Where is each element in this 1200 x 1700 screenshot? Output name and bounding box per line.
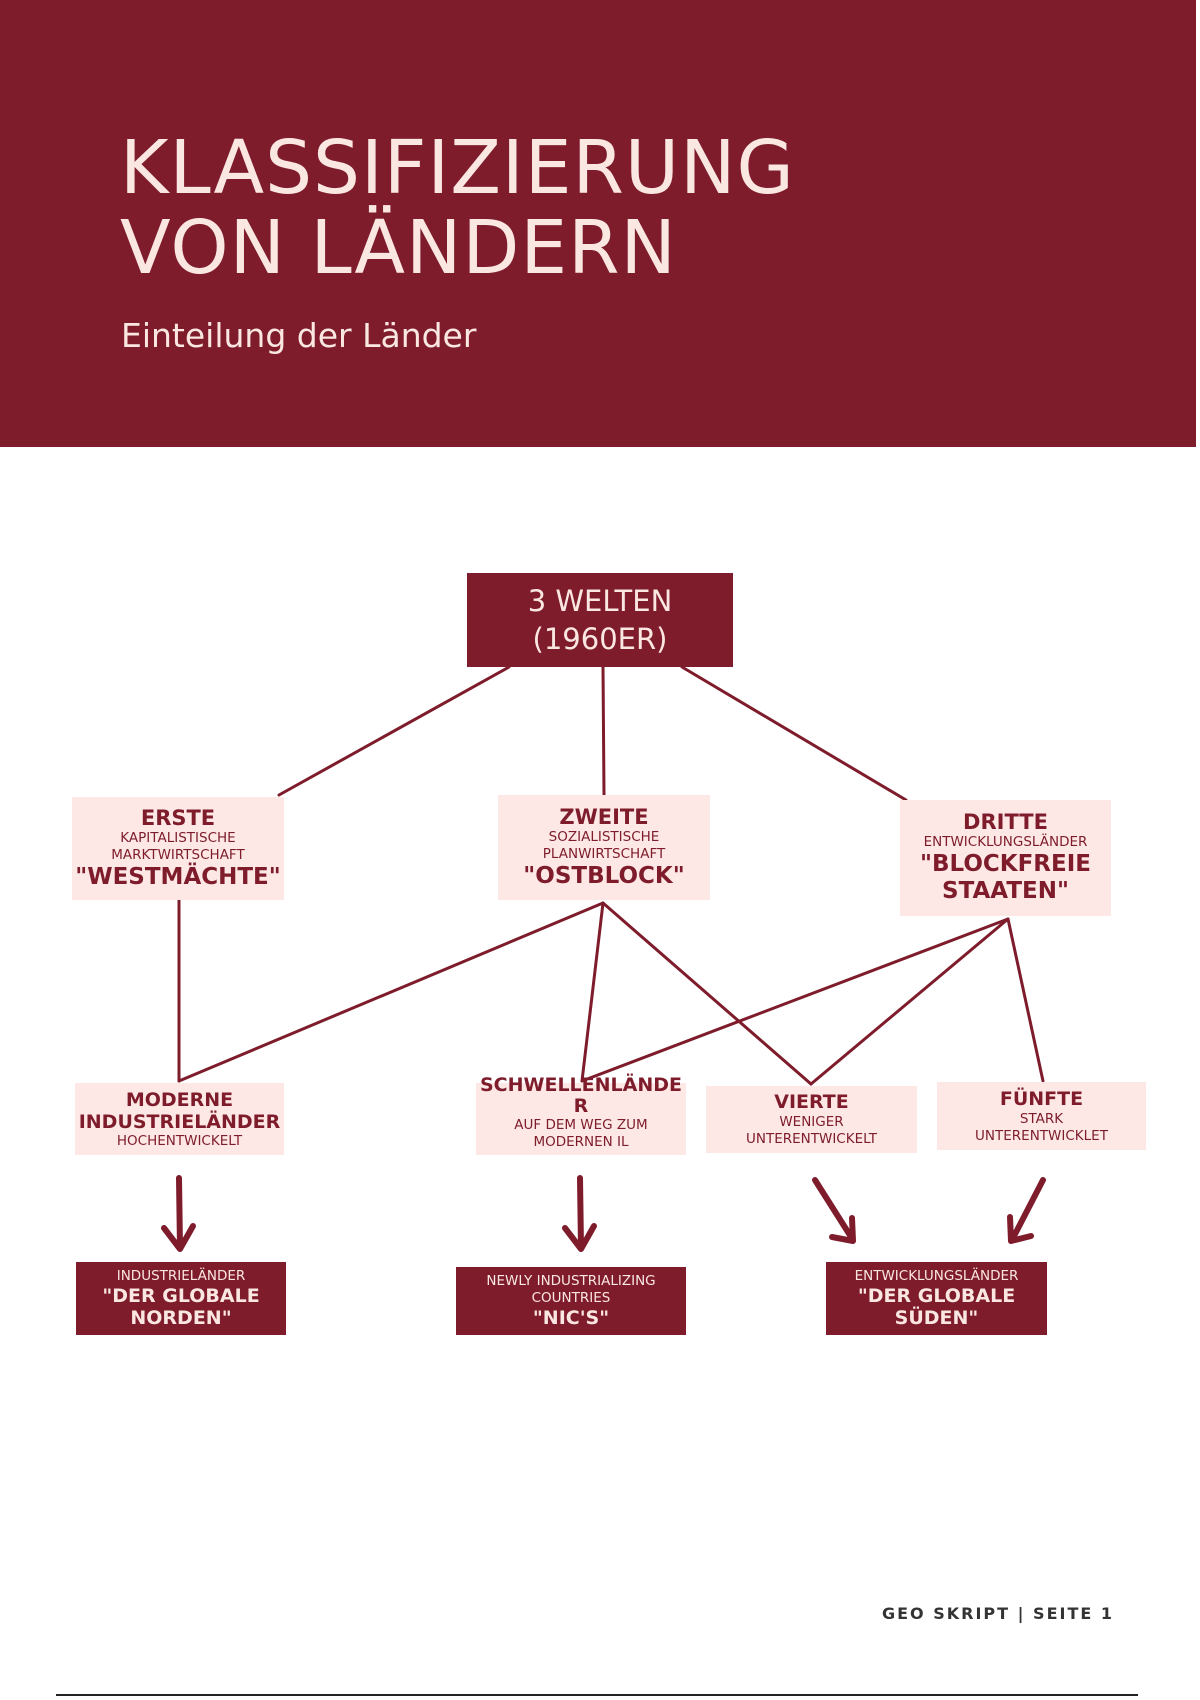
box-dritte-welt: DRITTE ENTWICKLUNGSLÄNDER "BLOCKFREIE ST… [900,800,1111,916]
connector [1006,917,1045,1083]
box-globaler-sueden: ENTWICKLUNGSLÄNDER "DER GLOBALE SÜDEN" [826,1262,1047,1335]
box-vierte-welt: VIERTE WENIGER UNTERENTWICKELT [706,1086,917,1153]
box-globaler-norden: INDUSTRIELÄNDER "DER GLOBALE NORDEN" [76,1262,286,1335]
connector [809,917,1010,1086]
arrow-down-icon [1007,1177,1046,1244]
arrow-down-icon [161,1175,196,1252]
box-schwellenlaender: SCHWELLENLÄNDE R AUF DEM WEG ZUM MODERNE… [476,1075,686,1155]
page-footer: GEO SKRIPT | SEITE 1 [881,1604,1114,1623]
connector [680,665,908,802]
box-nics: NEWLY INDUSTRIALIZING COUNTRIES "NIC'S" [456,1267,686,1335]
arrow-down-icon [812,1177,856,1244]
footer-divider [56,1694,1138,1696]
root-box-3-welten: 3 WELTEN(1960ER) [467,573,733,667]
connector [580,917,1010,1083]
page-subtitle: Einteilung der Länder [121,316,477,355]
connector [601,901,813,1086]
box-moderne-industrielaender: MODERNE INDUSTRIELÄNDER HOCHENTWICKELT [75,1083,284,1155]
arrow-down-icon [562,1175,597,1252]
box-fuenfte-welt: FÜNFTE STARK UNTERENTWICKLET [937,1082,1146,1150]
connector [601,665,606,797]
box-erste-welt: ERSTE KAPITALISTISCHE MARKTWIRTSCHAFT "W… [72,797,284,900]
box-zweite-welt: ZWEITE SOZIALISTISCHE PLANWIRTSCHAFT "OS… [498,795,710,900]
connector [277,665,511,797]
connector [177,901,605,1083]
connector [580,901,605,1083]
